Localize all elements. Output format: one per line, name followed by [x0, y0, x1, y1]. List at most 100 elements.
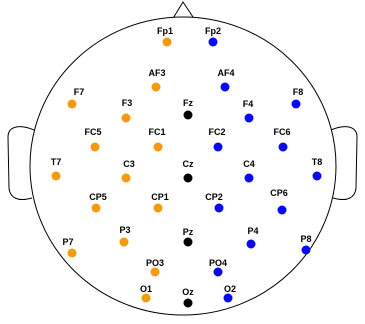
- electrode-label-f7: F7: [74, 87, 85, 97]
- electrode-o1: O1: [140, 284, 152, 303]
- electrode-dot-p3: [119, 237, 129, 247]
- electrode-label-cp2: CP2: [205, 192, 223, 202]
- electrode-dot-p7: [67, 248, 77, 258]
- electrode-dot-af4: [220, 82, 230, 92]
- electrode-dot-fp1: [162, 37, 172, 47]
- nose-outline: [171, 1, 196, 21]
- electrode-label-oz: Oz: [182, 287, 194, 297]
- electrode-label-af4: AF4: [217, 68, 234, 78]
- electrode-dot-fc2: [213, 142, 223, 152]
- electrode-po4: PO4: [209, 258, 227, 277]
- electrode-fp1: Fp1: [157, 26, 173, 47]
- electrode-fc2: FC2: [208, 127, 226, 152]
- left-ear-outline: [7, 126, 35, 201]
- electrode-dot-cp6: [277, 205, 287, 215]
- electrode-dot-po3: [150, 267, 160, 277]
- electrode-cp1: CP1: [151, 192, 169, 213]
- electrode-o2: O2: [223, 284, 236, 303]
- electrode-dot-cp2: [214, 203, 224, 213]
- right-ear-outline: [330, 126, 358, 201]
- electrode-dot-po4: [213, 267, 223, 277]
- electrode-cp2: CP2: [205, 192, 224, 213]
- electrode-fc6: FC6: [273, 127, 291, 152]
- electrode-label-cp1: CP1: [151, 192, 169, 202]
- electrode-dot-o2: [223, 293, 233, 303]
- electrode-dot-cz: [183, 173, 193, 183]
- electrode-dot-oz: [183, 298, 193, 308]
- electrode-oz: Oz: [182, 287, 194, 308]
- electrode-dot-p8: [301, 245, 311, 255]
- electrode-label-fc1: FC1: [148, 127, 165, 137]
- electrode-label-o1: O1: [140, 284, 152, 294]
- electrode-label-fz: Fz: [183, 98, 193, 108]
- electrode-dot-fz: [183, 110, 193, 120]
- electrode-label-pz: Pz: [183, 227, 194, 237]
- head-outline: [29, 16, 337, 316]
- electrode-p3: P3: [119, 225, 131, 247]
- electrode-dot-p4: [246, 239, 256, 249]
- electrode-dot-f3: [121, 113, 131, 123]
- electrode-p4: P4: [246, 226, 259, 249]
- electrode-label-af3: AF3: [148, 68, 165, 78]
- electrode-fz: Fz: [183, 98, 193, 120]
- electrode-label-p4: P4: [247, 226, 258, 236]
- electrode-f4: F4: [243, 99, 254, 123]
- electrode-dot-o1: [141, 293, 151, 303]
- electrode-label-o2: O2: [224, 284, 236, 294]
- electrode-label-p8: P8: [300, 234, 311, 244]
- electrode-dot-t8: [312, 171, 322, 181]
- electrode-f7: F7: [67, 87, 85, 109]
- electrode-dot-f4: [244, 113, 254, 123]
- electrode-p7: P7: [62, 237, 77, 258]
- electrode-fc5: FC5: [84, 127, 102, 152]
- electrode-label-fc5: FC5: [84, 127, 101, 137]
- electrode-dot-cp5: [91, 203, 101, 213]
- electrode-fp2: Fp2: [205, 26, 221, 47]
- electrode-dot-f8: [291, 99, 301, 109]
- electrode-label-fp2: Fp2: [205, 26, 221, 36]
- electrode-dot-c4: [244, 173, 254, 183]
- electrode-label-c3: C3: [123, 159, 135, 169]
- electrode-label-f3: F3: [122, 98, 133, 108]
- electrode-f8: F8: [291, 87, 304, 109]
- electrode-f3: F3: [121, 98, 133, 123]
- electrode-label-fc6: FC6: [273, 127, 290, 137]
- electrode-cz: Cz: [183, 159, 194, 183]
- electrode-fc1: FC1: [148, 127, 166, 152]
- electrode-label-c4: C4: [243, 159, 255, 169]
- electrode-cp6: CP6: [270, 188, 288, 215]
- electrode-dot-af3: [151, 82, 161, 92]
- electrode-label-cp6: CP6: [270, 188, 288, 198]
- electrode-dot-fp2: [208, 37, 218, 47]
- electrode-label-po4: PO4: [209, 258, 227, 268]
- electrode-dot-fc1: [153, 142, 163, 152]
- electrode-label-cp5: CP5: [89, 192, 107, 202]
- electrode-po3: PO3: [146, 258, 164, 277]
- electrode-af3: AF3: [148, 68, 166, 92]
- electrode-p8: P8: [300, 234, 312, 255]
- electrode-label-fp1: Fp1: [157, 26, 173, 36]
- electrode-label-t8: T8: [312, 157, 323, 167]
- electrode-label-po3: PO3: [146, 258, 164, 268]
- electrode-af4: AF4: [217, 68, 235, 92]
- electrode-label-fc2: FC2: [208, 127, 225, 137]
- electrode-dot-c3: [121, 173, 131, 183]
- electrode-pz: Pz: [183, 227, 194, 247]
- electrode-label-p7: P7: [62, 237, 73, 247]
- electrode-c3: C3: [121, 159, 135, 183]
- electrode-label-p3: P3: [119, 225, 130, 235]
- electrode-label-cz: Cz: [183, 159, 194, 169]
- electrode-t7: T7: [51, 157, 62, 181]
- electrode-dot-t7: [51, 171, 61, 181]
- electrode-label-f8: F8: [293, 87, 304, 97]
- electrode-dot-f7: [67, 99, 77, 109]
- electrode-cp5: CP5: [89, 192, 107, 213]
- electrode-t8: T8: [312, 157, 323, 181]
- electrode-dot-fc6: [278, 142, 288, 152]
- electrode-dot-pz: [183, 237, 193, 247]
- electrode-label-t7: T7: [51, 157, 62, 167]
- electrode-label-f4: F4: [243, 99, 254, 109]
- electrode-c4: C4: [243, 159, 255, 183]
